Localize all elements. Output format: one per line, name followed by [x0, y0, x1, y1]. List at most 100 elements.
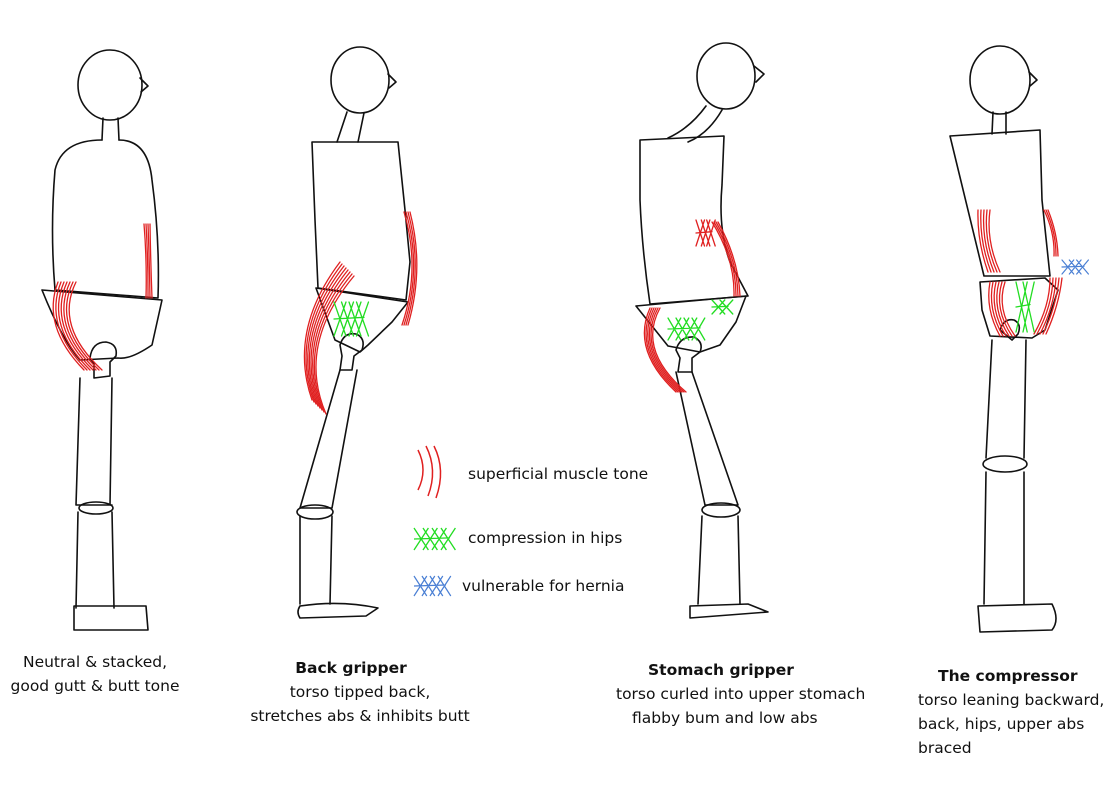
muscle-stroke — [988, 209, 1001, 273]
muscle-stroke — [717, 221, 741, 297]
muscle-stroke — [52, 281, 85, 371]
muscle-stroke — [980, 209, 992, 273]
muscle-stroke — [149, 223, 153, 299]
caption-line: braced — [918, 739, 972, 757]
muscle-stroke — [147, 223, 151, 299]
hip-joint — [89, 341, 118, 379]
muscle-stroke — [55, 281, 88, 371]
muscle-stroke — [988, 281, 1001, 337]
head — [77, 49, 143, 121]
muscle-stroke — [1039, 277, 1057, 335]
muscle-stroke — [57, 281, 91, 371]
figure-back-gripper — [296, 46, 411, 619]
caption-line: Neutral & stacked, — [22, 653, 168, 671]
muscle-stroke — [1045, 277, 1063, 335]
muscle-stroke — [982, 209, 995, 273]
neck — [336, 111, 365, 143]
shin — [983, 471, 1025, 605]
compression-marks — [333, 281, 1035, 341]
compression-crosshatch — [1015, 281, 1035, 333]
muscle-tone-hatch-icon — [417, 445, 442, 499]
caption-line: good gutt & butt tone — [10, 677, 180, 695]
nose — [387, 73, 397, 89]
muscle-stroke — [60, 281, 94, 371]
figure-stomach-gripper — [635, 42, 769, 619]
muscle-stroke — [1043, 209, 1055, 257]
legend-swatches — [413, 445, 456, 597]
foot — [73, 605, 149, 631]
caption-line: torso curled into upper stomach — [616, 685, 866, 703]
muscle-stroke — [145, 223, 149, 299]
thigh — [75, 377, 113, 506]
knee — [296, 504, 334, 520]
hernia-hatch-icon — [413, 575, 452, 597]
head — [969, 45, 1031, 115]
muscle-stroke — [1036, 277, 1054, 335]
figure-neutral — [41, 49, 163, 631]
muscle-stroke — [305, 263, 343, 403]
muscle-stroke — [998, 281, 1013, 337]
hip-joint — [675, 336, 702, 373]
caption-line: back, hips, upper abs — [918, 715, 1085, 733]
knee — [701, 502, 741, 518]
muscle-stroke — [977, 209, 989, 273]
thigh — [299, 369, 358, 509]
muscle-stroke — [648, 307, 683, 393]
foot — [689, 603, 769, 619]
caption-title: Back gripper — [295, 659, 407, 677]
caption-stomach-gripper: Stomach gripper torso curled into upper … — [616, 658, 865, 730]
muscle-crosshatch — [695, 219, 716, 247]
compression-crosshatch — [667, 317, 706, 341]
muscle-stroke — [985, 209, 998, 273]
muscle-stroke — [315, 275, 355, 415]
pelvis — [635, 295, 747, 353]
knee — [982, 455, 1028, 473]
caption-title: Stomach gripper — [648, 661, 794, 679]
hernia-marks — [1061, 259, 1089, 275]
muscle-stroke — [1033, 277, 1051, 335]
head — [696, 42, 756, 110]
legend-hernia-label: vulnerable for hernia — [462, 577, 625, 595]
muscle-stroke — [647, 307, 681, 393]
neck — [667, 105, 723, 143]
compression-hatch-icon — [413, 527, 456, 551]
hernia-swatch — [413, 575, 452, 597]
muscle-stroke — [645, 307, 679, 393]
figure-compressor — [949, 45, 1059, 633]
caption-compressor: The compressor torso leaning backward, b… — [918, 664, 1104, 760]
muscle-stroke — [308, 267, 347, 407]
shin — [75, 511, 115, 609]
muscle-stroke — [403, 211, 415, 326]
muscle-stroke — [68, 281, 103, 371]
muscle-stroke — [310, 269, 349, 409]
neck — [101, 117, 120, 141]
compression-crosshatch — [711, 299, 734, 315]
muscle-stroke — [312, 271, 351, 411]
muscle-stroke — [715, 221, 739, 297]
muscle-stroke — [307, 265, 345, 405]
caption-line: stretches abs & inhibits butt — [250, 707, 470, 725]
muscle-stroke — [993, 281, 1007, 337]
caption-line: torso leaning backward, — [918, 691, 1105, 709]
torso — [311, 141, 411, 301]
pelvis — [979, 277, 1059, 339]
compression-swatch — [413, 527, 456, 551]
nose — [139, 77, 149, 93]
nose — [753, 65, 765, 83]
muscle-stroke — [643, 307, 677, 393]
caption-title: The compressor — [938, 667, 1078, 685]
shin — [697, 515, 741, 605]
hip-joint — [339, 332, 364, 371]
muscle-stroke — [652, 307, 687, 393]
neck — [991, 111, 1007, 135]
muscle-stroke — [1045, 209, 1057, 257]
torso — [639, 135, 749, 305]
muscle-stroke — [990, 281, 1004, 337]
legend-compression-label: compression in hips — [468, 529, 623, 547]
muscle-stroke — [65, 281, 100, 371]
muscle-stroke — [313, 273, 353, 413]
muscle-stroke — [650, 307, 685, 393]
muscle-stroke — [1042, 277, 1060, 335]
foot — [297, 602, 379, 619]
muscle-stroke — [405, 211, 416, 326]
